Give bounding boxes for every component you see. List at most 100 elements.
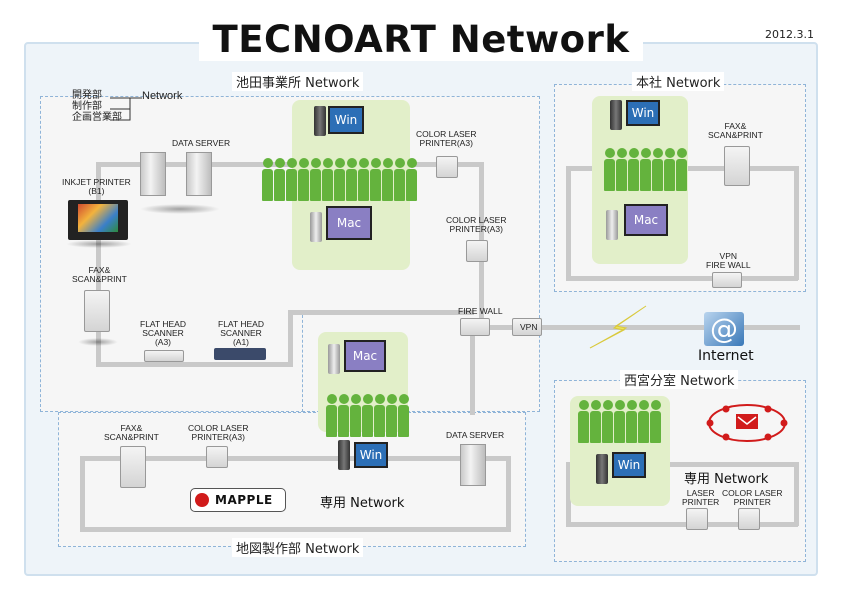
win-monitor-nishinomiya: Win xyxy=(612,452,646,478)
mac-tower-ikeda xyxy=(310,212,322,242)
page-title: TECNOART Network xyxy=(0,18,842,61)
person-icon xyxy=(626,414,637,443)
cable-honsha-loop-left xyxy=(566,166,571,280)
person-icon xyxy=(386,408,397,437)
flat-scanner-a1-label: FLAT HEAD SCANNER (A1) xyxy=(218,319,264,347)
person-icon xyxy=(310,172,321,201)
cable-nishi-top xyxy=(566,462,798,467)
mapple-logo-text: MAPPLE xyxy=(215,493,273,507)
person-icon xyxy=(262,172,273,201)
dedicated-network-label-chizu: 専用 Network xyxy=(320,496,405,511)
department-network-label: Network xyxy=(142,90,183,102)
fax-scan-print-ikeda xyxy=(84,290,110,332)
person-icon xyxy=(590,414,601,443)
fire-wall-device xyxy=(460,318,490,336)
flat-scanner-a1 xyxy=(214,348,266,360)
person-icon xyxy=(664,162,675,191)
mapple-logo-mark xyxy=(195,493,209,507)
color-laser-ikeda-2 xyxy=(466,240,488,262)
cable-honsha-loop-right xyxy=(794,166,799,280)
person-icon xyxy=(362,408,373,437)
vpn-device xyxy=(512,318,542,336)
inkjet-printer-label: INKJET PRINTER (B1) xyxy=(62,177,131,196)
mapple-logo: MAPPLE xyxy=(190,488,286,512)
person-icon xyxy=(640,162,651,191)
win-tower-ikeda xyxy=(314,106,326,136)
cable-vpn-internet xyxy=(484,325,800,330)
cable-chizu-bottom xyxy=(80,527,510,532)
cable-nishi-bottom xyxy=(566,522,798,527)
person-icon xyxy=(346,172,357,201)
person-icon xyxy=(602,414,613,443)
cable-ikeda-riser xyxy=(288,310,293,367)
win-monitor-honsha: Win xyxy=(626,100,660,126)
fax-label-honsha: FAX& SCAN&PRINT xyxy=(708,121,763,140)
mac-monitor-chizu: Mac xyxy=(344,340,386,372)
data-server-ikeda-2 xyxy=(186,152,212,196)
data-server-ikeda-1 xyxy=(140,152,166,196)
data-server-chizu xyxy=(460,444,486,486)
color-laser-label-ikeda-1: COLOR LASER PRINTER(A3) xyxy=(416,129,477,148)
cable-chizu-top xyxy=(80,456,510,461)
person-icon xyxy=(370,172,381,201)
fax-scan-print-honsha xyxy=(724,146,750,186)
win-monitor-ikeda: Win xyxy=(328,106,364,134)
person-icon xyxy=(326,408,337,437)
cable-honsha-loop-bottom xyxy=(566,276,798,281)
data-server-shadow xyxy=(140,204,220,214)
person-icon xyxy=(676,162,687,191)
fax-label-ikeda: FAX& SCAN&PRINT xyxy=(72,265,127,284)
dedicated-network-icon xyxy=(706,404,788,442)
color-laser-label-chizu: COLOR LASER PRINTER(A3) xyxy=(188,423,249,442)
person-icon xyxy=(406,172,417,201)
department-kikaku: 企画営業部 xyxy=(72,112,122,123)
color-laser-ikeda-1 xyxy=(436,156,458,178)
fax-label-chizu: FAX& SCAN&PRINT xyxy=(104,423,159,442)
vpn-fire-wall-device xyxy=(712,272,742,288)
laser-printer-nishinomiya xyxy=(686,508,708,530)
cable-chizu-right xyxy=(506,456,511,532)
person-icon xyxy=(638,414,649,443)
fax-scan-print-chizu xyxy=(120,446,146,488)
person-icon xyxy=(382,172,393,201)
color-laser-chizu xyxy=(206,446,228,468)
cable-ikeda-bottom xyxy=(96,362,292,367)
cable-ikeda-mid xyxy=(288,310,474,315)
cable-nishi-right xyxy=(794,462,799,526)
department-list: 開発部 制作部 企画営業部 xyxy=(72,90,122,123)
person-icon xyxy=(628,162,639,191)
person-icon xyxy=(358,172,369,201)
person-icon xyxy=(614,414,625,443)
mac-monitor-ikeda: Mac xyxy=(326,206,372,240)
mac-tower-honsha xyxy=(606,210,618,240)
department-bracket xyxy=(110,97,142,121)
internet-label: Internet xyxy=(698,348,754,364)
mac-tower-chizu xyxy=(328,344,340,374)
zone-nishinomiya-label: 西宮分室 Network xyxy=(620,370,739,389)
cable-chizu-left xyxy=(80,456,85,532)
person-icon xyxy=(578,414,589,443)
vpn-fire-wall-label: VPN FIRE WALL xyxy=(706,251,751,270)
person-icon xyxy=(616,162,627,191)
inkjet-print-sheet xyxy=(78,204,118,232)
zone-honsha-label: 本社 Network xyxy=(632,72,725,91)
zone-chizu-label: 地図製作部 Network xyxy=(232,538,364,557)
date-label: 2012.3.1 xyxy=(765,28,814,41)
dedicated-network-label-nishinomiya: 専用 Network xyxy=(684,472,769,487)
data-server-label-ikeda: DATA SERVER xyxy=(172,138,231,148)
lightning-icon xyxy=(589,305,647,349)
fire-wall-label: FIRE WALL xyxy=(458,306,503,316)
person-icon xyxy=(398,408,409,437)
person-icon xyxy=(274,172,285,201)
department-seisaku: 制作部 xyxy=(72,101,102,112)
laser-printer-label: LASER PRINTER xyxy=(682,488,720,507)
mac-monitor-honsha: Mac xyxy=(624,204,668,236)
internet-icon: @ xyxy=(704,312,744,346)
person-icon xyxy=(394,172,405,201)
color-laser-nishinomiya xyxy=(738,508,760,530)
zone-ikeda-label: 池田事業所 Network xyxy=(232,72,364,91)
person-icon xyxy=(338,408,349,437)
person-icon xyxy=(298,172,309,201)
department-kaihatsu: 開発部 xyxy=(72,90,102,101)
person-icon xyxy=(374,408,385,437)
